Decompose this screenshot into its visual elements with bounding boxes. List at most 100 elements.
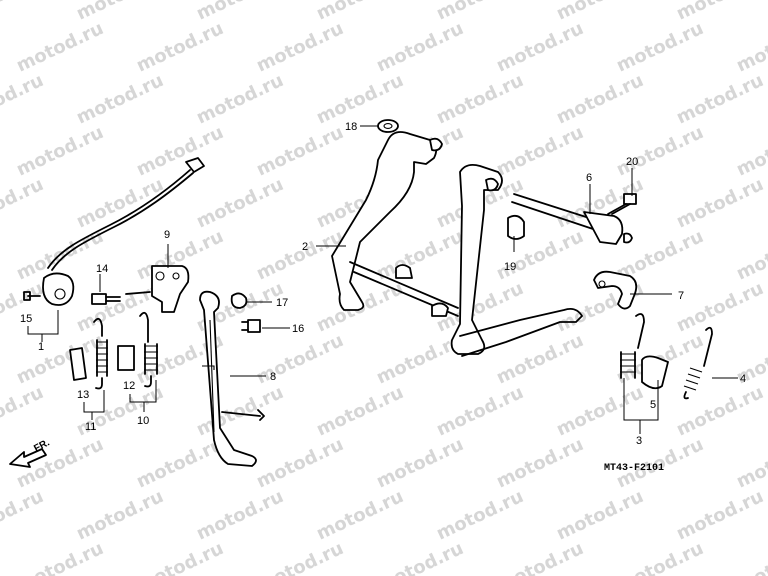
- callout-7: 7: [678, 290, 684, 302]
- watermark-text: motod.ru: [0, 174, 47, 233]
- watermark-text: motod.ru: [433, 486, 527, 545]
- watermark-text: motod.ru: [373, 226, 467, 285]
- spring-4: [683, 326, 713, 400]
- diagram-code: MT43-F2101: [604, 463, 664, 474]
- watermark-text: motod.ru: [493, 18, 587, 77]
- callout-13: 13: [77, 389, 89, 401]
- watermark-text: motod.ru: [253, 122, 347, 181]
- direction-label: FR.: [32, 437, 52, 454]
- leader-lines: [27, 125, 738, 434]
- watermark-text: motod.ru: [733, 226, 768, 285]
- watermark-text: motod.ru: [373, 18, 467, 77]
- watermark-text: motod.ru: [253, 18, 347, 77]
- watermark-text: motod.ru: [673, 174, 767, 233]
- watermark-text: motod.ru: [0, 486, 47, 545]
- watermark-text: motod.ru: [313, 0, 407, 25]
- watermark-text: motod.ru: [673, 70, 767, 129]
- watermark-text: motod.ru: [73, 486, 167, 545]
- callout-12: 12: [123, 380, 135, 392]
- callout-18: 18: [345, 121, 357, 133]
- callout-11: 11: [85, 421, 96, 433]
- watermark-text: motod.ru: [733, 18, 768, 77]
- watermark-text: motod.ru: [133, 122, 227, 181]
- watermark-text: motod.ru: [553, 486, 647, 545]
- watermark-text: motod.ru: [0, 278, 47, 337]
- side-stand-switch: [23, 157, 205, 306]
- watermark-text: motod.ru: [253, 330, 347, 389]
- watermark-text: motod.ru: [313, 486, 407, 545]
- watermark-text: motod.ru: [433, 0, 527, 25]
- watermark-text: motod.ru: [733, 330, 768, 389]
- callout-3: 3: [636, 435, 642, 447]
- watermark-text: motod.ru: [613, 122, 707, 181]
- callout-labels: 18 2 20 6 19 7 4 5 3 9 14 17 16 8 15 1 1…: [20, 121, 746, 447]
- watermark-text: motod.ru: [133, 434, 227, 493]
- watermark-text: motod.ru: [493, 434, 587, 493]
- watermark-text: motod.ru: [313, 382, 407, 441]
- watermark-text: motod.ru: [553, 0, 647, 25]
- watermark-text: motod.ru: [133, 18, 227, 77]
- watermark-text: motod.ru: [13, 122, 107, 181]
- callout-17: 17: [276, 297, 288, 309]
- watermark-text: motod.ru: [733, 538, 768, 576]
- spring-assembly-left: [69, 317, 108, 390]
- watermark-text: motod.ru: [193, 486, 287, 545]
- watermark-text: motod.ru: [133, 538, 227, 576]
- watermark-text: motod.ru: [673, 0, 767, 25]
- watermark-text: motod.ru: [193, 0, 287, 25]
- bolt-14: [91, 293, 121, 305]
- watermark-text: motod.ru: [193, 174, 287, 233]
- watermark-text: motod.ru: [553, 382, 647, 441]
- collar-19: [507, 214, 525, 240]
- watermark-text: motod.ru: [613, 538, 707, 576]
- watermark-text: motod.ru: [0, 70, 47, 129]
- watermark-text: motod.ru: [193, 382, 287, 441]
- watermark-text: motod.ru: [673, 382, 767, 441]
- watermark-text: motod.ru: [433, 70, 527, 129]
- watermark-text: motod.ru: [733, 434, 768, 493]
- watermark-text: motod.ru: [553, 70, 647, 129]
- watermark-text: motod.ru: [673, 486, 767, 545]
- callout-8: 8: [270, 371, 276, 383]
- watermark-text: motod.ru: [313, 70, 407, 129]
- callout-1: 1: [38, 341, 44, 353]
- callout-15: 15: [20, 313, 32, 325]
- watermark-text: motod.ru: [673, 278, 767, 337]
- watermark-text: motod.ru: [13, 330, 107, 389]
- side-stand: [199, 290, 265, 467]
- watermark-text: motod.ru: [493, 122, 587, 181]
- callout-14: 14: [96, 263, 108, 275]
- callout-19: 19: [504, 261, 516, 273]
- callout-20: 20: [626, 156, 638, 168]
- watermark-text: motod.ru: [0, 382, 47, 441]
- watermark-text: motod.ru: [253, 538, 347, 576]
- watermark-text: motod.ru: [433, 382, 527, 441]
- watermark-text: motod.ru: [253, 434, 347, 493]
- washer-18: [377, 119, 399, 133]
- watermark-text: motod.ru: [193, 70, 287, 129]
- watermark-text: motod.ru: [493, 538, 587, 576]
- watermark-text: motod.ru: [493, 330, 587, 389]
- bolt-16: [241, 319, 261, 333]
- callout-6: 6: [586, 172, 592, 184]
- callout-9: 9: [164, 229, 170, 241]
- bracket-9: [125, 265, 190, 313]
- watermark-text: motod.ru: [73, 70, 167, 129]
- watermark-text: motod.ru: [0, 0, 47, 25]
- pivot-shaft: [511, 193, 633, 245]
- watermark-text: motod.ru: [373, 434, 467, 493]
- watermark-text: motod.ru: [613, 18, 707, 77]
- bolt-17: [230, 292, 248, 309]
- callout-5: 5: [650, 399, 656, 411]
- spring-assembly-right: [620, 313, 669, 390]
- watermark-text: motod.ru: [13, 538, 107, 576]
- main-stand: [331, 131, 583, 357]
- watermark-text: motod.ru: [13, 18, 107, 77]
- watermark-text: motod.ru: [73, 0, 167, 25]
- hook-plate: [593, 270, 638, 310]
- callout-4: 4: [740, 373, 746, 385]
- watermark-text: motod.ru: [733, 122, 768, 181]
- callout-2: 2: [302, 241, 308, 253]
